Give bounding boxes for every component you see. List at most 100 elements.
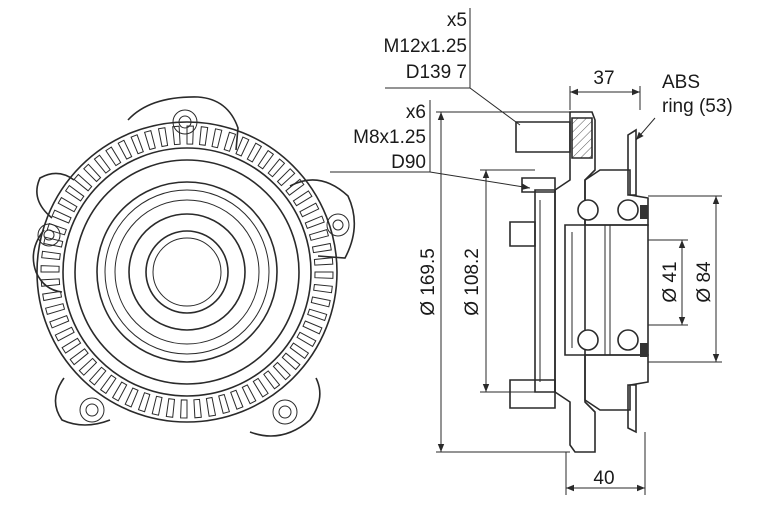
abs-tooth <box>130 134 144 155</box>
dim-bore-diameter: Ø 41 <box>660 261 681 302</box>
abs-tooth <box>276 168 296 187</box>
abs-tooth <box>205 396 217 417</box>
abs-tooth <box>314 271 334 279</box>
wheel-bolts-thread: M12x1.25 <box>384 36 467 57</box>
abs-tooth <box>78 357 98 376</box>
outer-race-lower <box>584 354 649 411</box>
section-view <box>509 111 649 453</box>
abs-tooth <box>285 178 305 196</box>
abs-tooth <box>64 184 85 202</box>
abs-tooth <box>88 366 107 386</box>
abs-tooth <box>198 126 209 146</box>
abs-tooth <box>299 202 320 218</box>
abs-tooth <box>313 283 333 294</box>
abs-tooth <box>69 348 89 366</box>
dim-top-width: 37 <box>593 68 614 89</box>
abs-tooth <box>43 236 64 248</box>
abs-ring-teeth <box>40 125 334 419</box>
mount-bolts-count: x6 <box>406 102 426 123</box>
abs-tooth <box>235 136 250 157</box>
abs-tooth <box>165 398 176 418</box>
abs-tooth <box>51 209 72 224</box>
abs-tooth <box>61 337 82 354</box>
wheel-studs <box>509 117 593 409</box>
mount-bolts-pcd: D90 <box>391 152 426 173</box>
abs-ring-plate <box>627 128 637 434</box>
abs-tooth <box>211 128 223 149</box>
dim-pilot-diameter: Ø 108.2 <box>462 248 483 316</box>
abs-tooth <box>296 331 317 348</box>
abs-tooth <box>313 257 334 266</box>
abs-tooth <box>54 326 75 342</box>
abs-tooth <box>124 387 139 408</box>
flange-section <box>554 111 596 453</box>
abs-tooth <box>42 290 63 302</box>
abs-tooth <box>49 315 70 329</box>
abs-tooth <box>307 308 328 322</box>
abs-tooth <box>302 320 323 335</box>
abs-ring-inner <box>62 147 312 397</box>
abs-tooth <box>263 370 281 390</box>
abs-tooth <box>308 228 330 241</box>
seal-upper <box>640 205 648 219</box>
abs-tooth <box>105 146 122 167</box>
abs-tooth <box>257 149 275 170</box>
abs-tooth <box>111 381 128 402</box>
abs-ring-label-line1: ABS <box>662 72 700 93</box>
abs-tooth <box>44 303 66 316</box>
abs-tooth <box>267 158 286 178</box>
callout-mount-bolts: x6 M8x1.25 D90 <box>353 102 426 173</box>
abs-tooth <box>157 127 169 148</box>
flange-lobes <box>32 96 356 437</box>
hub-concentric-circles <box>74 159 300 385</box>
abs-tooth <box>218 393 231 415</box>
abs-tooth <box>46 222 67 236</box>
abs-tooth <box>73 173 93 192</box>
hub-barrel <box>534 189 556 393</box>
abs-tooth <box>311 242 332 254</box>
front-view <box>32 96 356 437</box>
abs-tooth <box>252 377 269 398</box>
abs-tooth <box>172 125 181 146</box>
abs-tooth <box>304 215 325 229</box>
abs-tooth <box>230 389 244 410</box>
mount-bolts-thread: M8x1.25 <box>353 127 426 148</box>
abs-tooth <box>289 342 310 360</box>
abs-tooth <box>310 296 331 308</box>
abs-tooth <box>40 278 61 287</box>
abs-tooth <box>151 395 163 416</box>
abs-tooth <box>137 392 151 413</box>
outer-race-upper <box>584 169 649 226</box>
dim-flange-diameter: Ø 169.5 <box>418 248 439 316</box>
dim-outer-diameter: Ø 84 <box>694 261 715 303</box>
dim-bottom-width: 40 <box>593 468 614 489</box>
wheel-bolts-count: x5 <box>447 10 467 31</box>
abs-tooth <box>83 163 102 183</box>
wheel-bolts-pcd: D139 7 <box>406 62 467 83</box>
abs-tooth <box>40 265 60 273</box>
callout-abs-ring: ABS ring (53) <box>662 72 733 117</box>
abs-tooth <box>241 384 257 405</box>
abs-tooth <box>193 398 202 419</box>
abs-ring-label-line2: ring (53) <box>662 96 733 117</box>
dimension-lines <box>330 8 722 495</box>
abs-tooth <box>99 374 117 395</box>
abs-tooth <box>281 352 301 371</box>
abs-tooth <box>117 139 133 160</box>
bearing-balls <box>577 199 639 351</box>
abs-tooth <box>57 196 78 213</box>
abs-tooth <box>223 131 237 152</box>
abs-tooth <box>186 125 194 145</box>
abs-tooth <box>41 250 61 261</box>
abs-ring-outer <box>36 121 338 423</box>
callout-wheel-bolts: x5 M12x1.25 D139 7 <box>384 10 467 83</box>
abs-tooth <box>143 129 156 151</box>
abs-tooth <box>180 399 188 419</box>
abs-tooth <box>272 361 291 381</box>
lobe-bolt-heads <box>37 109 350 425</box>
abs-tooth <box>292 190 313 207</box>
mount-bolt-stubs <box>509 177 556 247</box>
abs-tooth <box>246 142 263 163</box>
seal-lower <box>640 343 648 357</box>
